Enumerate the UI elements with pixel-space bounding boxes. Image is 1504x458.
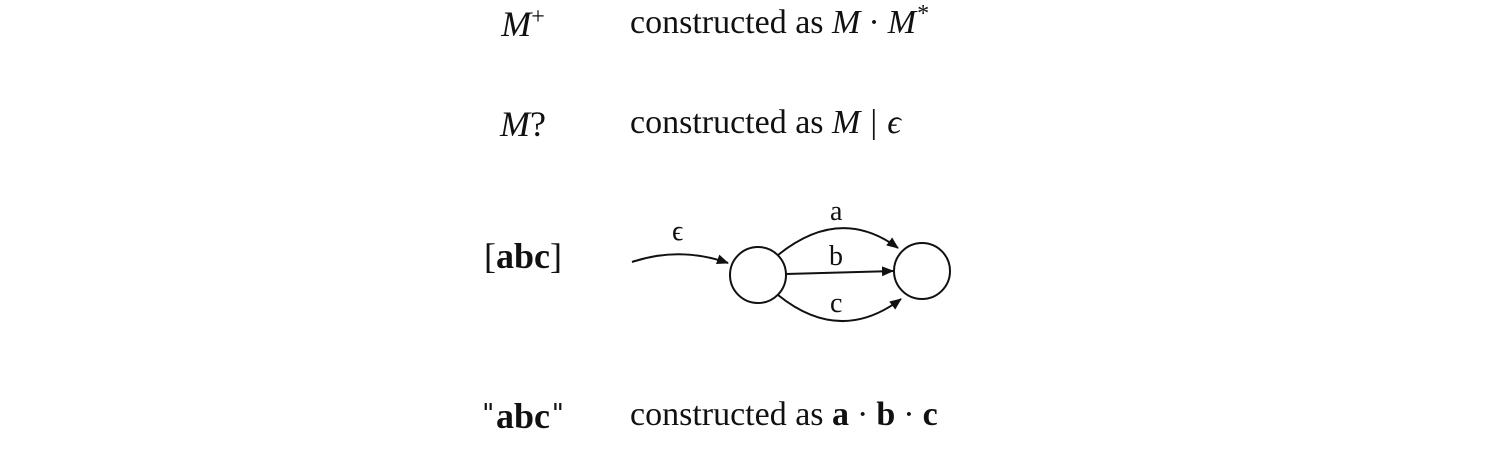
entry-edge-label: ϵ: [672, 216, 683, 247]
rhs-a: M: [832, 4, 861, 41]
start-state: [729, 246, 787, 304]
row-string: "abc" constructed as a·b·c: [0, 398, 1504, 458]
rhs-prefix: constructed as: [630, 396, 824, 433]
row-optional-rhs: constructed as M|ϵ: [630, 106, 901, 140]
lhs-open: [: [484, 236, 496, 276]
edge-c: [777, 294, 902, 323]
row-charclass-lhs: [abc]: [478, 238, 568, 274]
rhs-b: M: [887, 4, 917, 41]
accept-state: [893, 242, 951, 300]
edge-label-a: a: [830, 196, 843, 227]
lhs-quote-close: ": [550, 399, 566, 429]
row-charclass: [abc]: [0, 238, 1504, 298]
lhs-chars: abc: [496, 396, 550, 436]
rhs-b-sup: *: [916, 1, 929, 27]
row-plus: M+ constructed as M·M*: [0, 2, 1504, 66]
lhs-quote-open: ": [480, 399, 496, 429]
lhs-sup: +: [531, 4, 545, 30]
nfa-diagram: ϵ a b c: [631, 196, 951, 323]
rhs-prefix: constructed as: [630, 104, 824, 141]
row-string-rhs: constructed as a·b·c: [630, 398, 938, 432]
rhs-op: |: [870, 104, 878, 141]
row-plus-rhs: constructed as M·M*: [630, 2, 928, 41]
lhs-var: M: [500, 104, 530, 144]
row-optional: M? constructed as M|ϵ: [0, 106, 1504, 166]
row-plus-lhs: M+: [478, 4, 568, 44]
rhs-a: M: [832, 104, 861, 141]
edge-a: [777, 227, 899, 256]
rhs-term-a: a: [832, 396, 850, 433]
rhs-term-b: b: [876, 396, 896, 433]
lhs-var: M: [501, 4, 532, 44]
rhs-op: ·: [868, 4, 880, 41]
row-string-lhs: "abc": [478, 398, 568, 434]
lhs-chars: abc: [496, 236, 550, 276]
edge-label-b: b: [829, 241, 843, 272]
rhs-b: ϵ: [887, 104, 901, 141]
rhs-op-1: ·: [857, 396, 869, 433]
edge-label-c: c: [830, 288, 842, 319]
edge-b: [785, 266, 894, 277]
rhs-prefix: constructed as: [630, 4, 824, 41]
rhs-op-2: ·: [903, 396, 915, 433]
rhs-term-c: c: [922, 396, 938, 433]
entry-edge: [631, 253, 729, 265]
row-optional-lhs: M?: [478, 106, 568, 142]
lhs-suffix: ?: [530, 104, 546, 144]
lhs-close: ]: [550, 236, 562, 276]
